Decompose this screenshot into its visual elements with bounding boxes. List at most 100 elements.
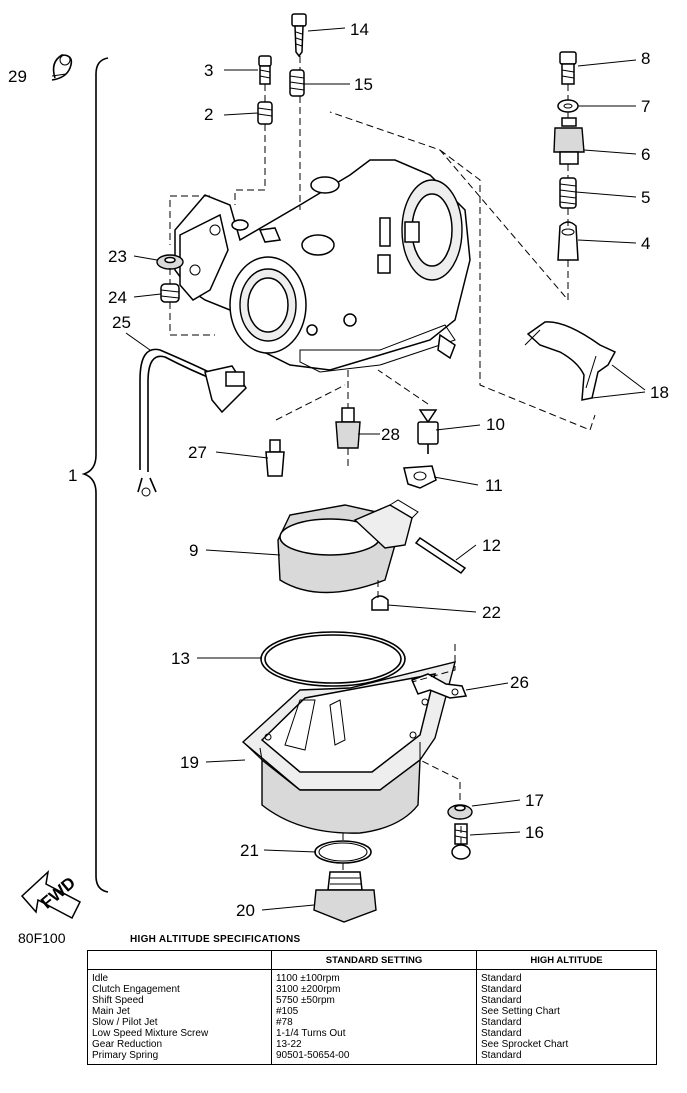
callout-8: 8 — [641, 49, 650, 68]
spec-col-label — [87, 950, 272, 970]
part-spring-15 — [289, 69, 305, 97]
callout-28: 28 — [381, 425, 400, 444]
callout-6: 6 — [641, 145, 650, 164]
spec-high-altitude: Standard — [476, 1028, 657, 1039]
spec-high-altitude: See Setting Chart — [476, 1006, 657, 1017]
part-washer-7 — [557, 99, 579, 113]
callout-21: 21 — [240, 841, 259, 860]
part-plunger-nut-6 — [553, 117, 585, 165]
spec-col-high-altitude: HIGH ALTITUDE — [476, 950, 657, 970]
callout-4: 4 — [641, 234, 650, 253]
part-jet-27 — [265, 439, 285, 477]
callout-2: 2 — [204, 105, 213, 124]
assembly-lines — [169, 56, 596, 872]
fwd-arrow: FWD — [20, 869, 81, 920]
part-needle-valve-10 — [417, 409, 439, 454]
spec-table: STANDARD SETTING HIGH ALTITUDE Idle 1100… — [87, 950, 657, 1065]
spec-standard: 90501-50654-00 — [271, 1050, 477, 1065]
callout-1: 1 — [68, 466, 77, 485]
callout-29: 29 — [8, 67, 27, 86]
spec-row: Primary Spring 90501-50654-00 Standard — [87, 1050, 657, 1065]
spec-row: Slow / Pilot Jet #78 Standard — [87, 1017, 657, 1028]
callout-17: 17 — [525, 791, 544, 810]
spec-row: Shift Speed 5750 ±50rpm Standard — [87, 995, 657, 1006]
spec-high-altitude: Standard — [476, 995, 657, 1006]
callout-10: 10 — [486, 415, 505, 434]
part-o-ring-21 — [314, 840, 372, 864]
spec-high-altitude: Standard — [476, 984, 657, 995]
leader-lines — [51, 27, 646, 911]
spec-item: Idle — [87, 969, 272, 984]
part-spring-24 — [160, 283, 180, 303]
spec-row: Low Speed Mixture Screw 1-1/4 Turns Out … — [87, 1028, 657, 1039]
spec-standard: 13-22 — [271, 1039, 477, 1050]
part-float-bowl — [241, 661, 456, 834]
part-spring-2 — [257, 101, 273, 125]
callout-12: 12 — [482, 536, 501, 555]
spec-standard: #78 — [271, 1017, 477, 1028]
callout-23: 23 — [108, 247, 127, 266]
callout-24: 24 — [108, 288, 127, 307]
part-bowl-gasket — [260, 631, 406, 687]
part-clip-29 — [51, 54, 73, 81]
spec-standard: #105 — [271, 1006, 477, 1017]
callout-16: 16 — [525, 823, 544, 842]
spec-item: Slow / Pilot Jet — [87, 1017, 272, 1028]
part-hose-18 — [524, 321, 617, 401]
spec-row: Gear Reduction 13-22 See Sprocket Chart — [87, 1039, 657, 1050]
spec-row: Clutch Engagement 3100 ±200rpm Standard — [87, 984, 657, 995]
callout-3: 3 — [204, 61, 213, 80]
spec-high-altitude: See Sprocket Chart — [476, 1039, 657, 1050]
callout-18: 18 — [650, 383, 669, 402]
spec-item: Gear Reduction — [87, 1039, 272, 1050]
spec-standard: 5750 ±50rpm — [271, 995, 477, 1006]
spec-item: Shift Speed — [87, 995, 272, 1006]
part-washer-23 — [156, 254, 184, 270]
part-plunger-cap-8 — [559, 51, 577, 85]
callout-numbers: 1 2 3 4 5 6 7 8 9 10 11 12 13 14 15 16 1… — [8, 20, 669, 920]
part-float-pin — [414, 536, 467, 575]
figure-code: 80F100 — [18, 930, 66, 946]
part-bracket-26 — [411, 673, 468, 699]
spec-item: Primary Spring — [87, 1050, 272, 1065]
part-screw-14 — [291, 13, 307, 58]
spec-row: Idle 1100 ±100rpm Standard — [87, 969, 657, 984]
part-sensor-wire-25 — [137, 348, 247, 497]
part-spring-5 — [559, 177, 577, 209]
part-washer-17 — [447, 804, 473, 820]
callout-26: 26 — [510, 673, 529, 692]
callout-13: 13 — [171, 649, 190, 668]
spec-col-standard: STANDARD SETTING — [271, 950, 477, 970]
callout-14: 14 — [350, 20, 369, 39]
spec-high-altitude: Standard — [476, 1017, 657, 1028]
spec-high-altitude: Standard — [476, 1050, 657, 1065]
part-jet-28 — [335, 407, 361, 449]
spec-row: Main Jet #105 See Setting Chart — [87, 1006, 657, 1017]
part-screw-3 — [258, 55, 272, 85]
callout-15: 15 — [354, 75, 373, 94]
part-screw-22 — [371, 595, 389, 611]
spec-table-heading: HIGH ALTITUDE SPECIFICATIONS — [130, 934, 301, 945]
spec-high-altitude: Standard — [476, 969, 657, 984]
part-carburetor-body — [174, 159, 471, 373]
callout-5: 5 — [641, 188, 650, 207]
spec-item: Main Jet — [87, 1006, 272, 1017]
spec-standard: 1-1/4 Turns Out — [271, 1028, 477, 1039]
callout-25: 25 — [112, 313, 131, 332]
part-float — [277, 499, 419, 594]
callout-9: 9 — [189, 541, 198, 560]
part-plunger-4 — [557, 221, 579, 261]
part-drain-plug-20 — [313, 871, 377, 923]
callout-27: 27 — [188, 443, 207, 462]
spec-header-row: STANDARD SETTING HIGH ALTITUDE — [87, 950, 657, 970]
callout-7: 7 — [641, 97, 650, 116]
spec-item: Low Speed Mixture Screw — [87, 1028, 272, 1039]
spec-standard: 1100 ±100rpm — [271, 969, 477, 984]
spec-standard: 3100 ±200rpm — [271, 984, 477, 995]
part-clip-11 — [403, 465, 437, 489]
callout-11: 11 — [485, 476, 503, 495]
callout-22: 22 — [482, 603, 501, 622]
assembly-brace — [81, 57, 109, 893]
spec-item: Clutch Engagement — [87, 984, 272, 995]
